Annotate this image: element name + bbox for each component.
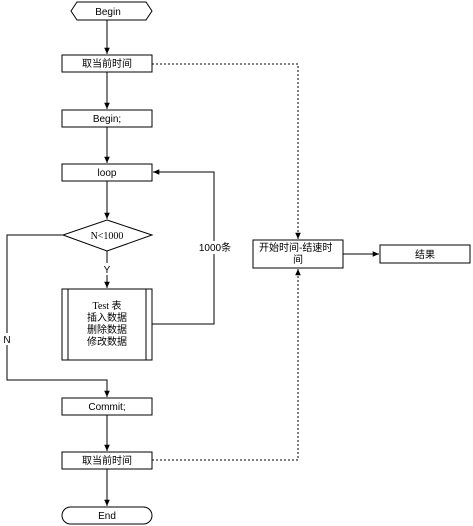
edge-get-time-2-to-time-diff bbox=[152, 269, 301, 461]
edge-get-time-1-to-time-diff bbox=[152, 63, 301, 239]
begin-stmt-label: Begin; bbox=[93, 114, 121, 125]
no-label: N bbox=[3, 335, 10, 346]
repeat-label: 1000条 bbox=[199, 241, 231, 254]
end-label: End bbox=[98, 511, 116, 522]
yes-label-bg bbox=[101, 263, 113, 275]
begin-terminal bbox=[70, 1, 153, 21]
edge-condition-no-to-commit bbox=[6, 234, 110, 397]
result-label: 结果 bbox=[415, 248, 435, 261]
end-terminal bbox=[61, 506, 153, 525]
condition-diamond bbox=[61, 219, 154, 252]
time-diff-line-1: 开始时间-结速时 bbox=[259, 241, 332, 254]
test-table-line-2: 插入数据 bbox=[87, 311, 127, 324]
repeat-label-bg bbox=[197, 241, 233, 254]
result-box bbox=[379, 244, 471, 264]
time-diff-line-2: 间 bbox=[293, 253, 303, 266]
loop-label: loop bbox=[98, 168, 117, 179]
get-time-1-box bbox=[61, 54, 153, 73]
test-table-process-box bbox=[61, 288, 153, 361]
commit-box bbox=[61, 397, 153, 416]
no-label-bg bbox=[1, 333, 13, 345]
begin-stmt-box bbox=[61, 109, 153, 128]
get-time-2-box bbox=[61, 451, 153, 470]
commit-label: Commit; bbox=[88, 402, 125, 413]
get-time-2-label: 取当前时间 bbox=[82, 454, 132, 467]
time-diff-box bbox=[252, 239, 344, 269]
condition-label: N<1000 bbox=[91, 231, 124, 242]
yes-label: Y bbox=[104, 265, 111, 276]
begin-label: Begin bbox=[95, 7, 121, 18]
test-table-line-4: 修改数据 bbox=[87, 335, 127, 348]
get-time-1-label: 取当前时间 bbox=[82, 57, 132, 70]
test-table-line-3: 删除数据 bbox=[87, 323, 127, 336]
test-table-line-1: Test 表 bbox=[92, 299, 121, 312]
loop-box bbox=[61, 163, 153, 182]
